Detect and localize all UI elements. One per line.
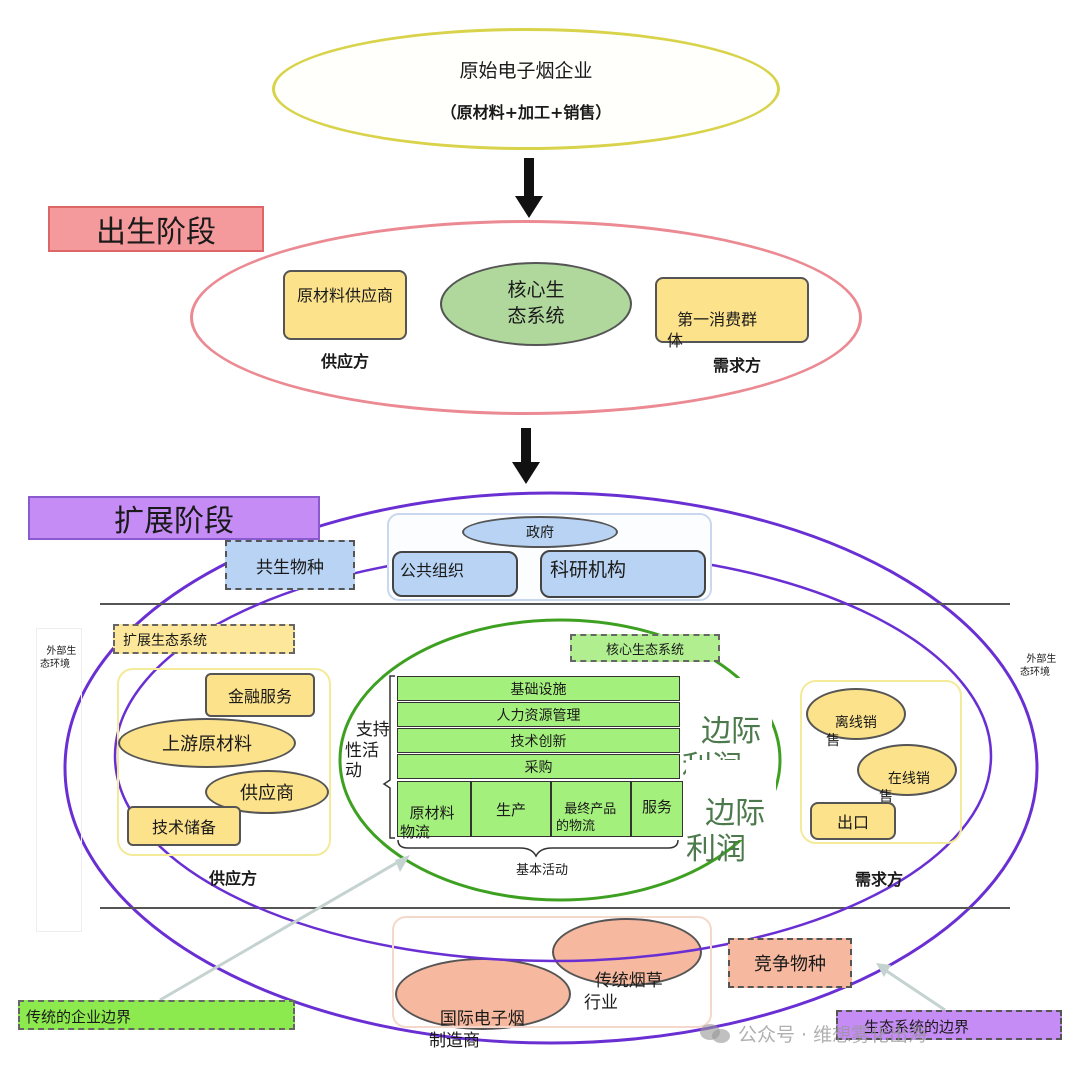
external-environment-right: 外部生 态环境 — [1020, 640, 1068, 680]
research-institution-text: 科研机构 — [550, 559, 627, 581]
online-sales-text: 在线销 售 — [879, 771, 930, 806]
birth-stage-text: 出生阶段 — [96, 215, 216, 250]
core-ecosystem-text: 核心生态系统 — [605, 642, 684, 658]
watermark-text: 公众号 · 维想雾化出海 — [738, 1023, 928, 1046]
support-row-procurement: 采购 — [397, 754, 680, 779]
core-ecosystem-tag: 核心生态系统 — [570, 634, 720, 662]
margin-lower-text: 边际 利润 — [686, 796, 766, 867]
extended-ecosystem-text: 扩展生态系统 — [123, 633, 207, 649]
external-environment-left: 外部生 态环境 — [36, 628, 82, 932]
traditional-tobacco-ellipse: 传统烟草 行业 — [552, 918, 702, 1013]
primary-final-product-logistics: 最终产品 的物流 — [551, 781, 631, 837]
international-ecig-text: 国际电子烟 制造商 — [429, 1009, 525, 1052]
symbiotic-species-text: 共生物种 — [256, 557, 324, 578]
support-activities-text: 支持 性活 动 — [345, 720, 390, 782]
birth-stage-label: 出生阶段 — [48, 206, 264, 252]
expansion-supplier-label: 供应方 — [208, 869, 257, 888]
expansion-demand-label: 需求方 — [854, 870, 903, 889]
tech-reserve-box: 技术储备 — [127, 806, 241, 846]
competitors-group — [392, 916, 712, 1028]
export-box: 出口 — [810, 802, 896, 840]
offline-sales-text: 离线销 售 — [826, 715, 877, 750]
birth-demand-label: 需求方 — [712, 356, 761, 375]
infrastructure-text: 基础设施 — [510, 681, 567, 698]
expansion-stage-text: 扩展阶段 — [114, 504, 234, 539]
ecosystem-boundary-tag: 生态系统的边界 — [836, 1010, 1062, 1040]
original-company-title: 原始电子烟企业 — [459, 59, 593, 82]
ecosystem-boundary-text: 生态系统的边界 — [864, 1018, 970, 1036]
first-consumer-group-text: 第一消费群 体 — [667, 309, 758, 351]
support-row-hr: 人力资源管理 — [397, 702, 680, 727]
watermark: 公众号 · 维想雾化出海 — [700, 1018, 1060, 1048]
upstream-raw-material-text: 上游原材料 — [162, 734, 252, 755]
original-company-subtitle: （原材料+加工+销售） — [440, 102, 612, 122]
online-sales-ellipse: 在线销 售 — [857, 744, 957, 805]
raw-material-supplier-box: 原材料供应商 — [283, 270, 407, 340]
financial-services-text: 金融服务 — [227, 687, 292, 706]
final-product-logistics-text: 最终产品 的物流 — [556, 801, 617, 834]
extended-ecosystem-tag: 扩展生态系统 — [113, 624, 295, 654]
wechat-icon — [700, 1022, 730, 1044]
public-organization-text: 公共组织 — [400, 561, 465, 580]
procurement-text: 采购 — [524, 759, 553, 776]
birth-stage-ellipse — [190, 220, 862, 415]
supplier-text: 供应商 — [240, 783, 294, 804]
pointer-line-left — [159, 856, 406, 1002]
traditional-enterprise-boundary-tag: 传统的企业边界 — [18, 1000, 295, 1030]
public-organization-box: 公共组织 — [392, 551, 518, 597]
ecosystem-boundary-ellipse — [63, 491, 1039, 1045]
external-environment-left-text: 外部生 态环境 — [40, 646, 77, 670]
primary-raw-material-logistics: 原材料 物流 — [397, 781, 471, 841]
tech-innovation-text: 技术创新 — [510, 733, 567, 750]
first-consumer-group-box: 第一消费群 体 — [655, 277, 809, 350]
symbiotic-species-box: 共生物种 — [225, 540, 355, 590]
support-row-infrastructure: 基础设施 — [397, 676, 680, 701]
external-environment-right-text: 外部生 态环境 — [1020, 654, 1057, 678]
raw-material-logistics-text: 原材料 物流 — [400, 803, 455, 841]
traditional-tobacco-text: 传统烟草 行业 — [584, 971, 663, 1014]
pointer-line-right — [881, 966, 946, 1012]
arrow-down-icon — [512, 428, 540, 484]
hr-text: 人力资源管理 — [496, 707, 581, 724]
competing-species-box: 竞争物种 — [728, 938, 852, 988]
production-text: 生产 — [495, 800, 526, 819]
service-text: 服务 — [641, 798, 672, 816]
primary-service: 服务 — [631, 781, 683, 837]
core-ecosystem-ellipse — [338, 618, 782, 902]
tech-reserve-text: 技术储备 — [151, 818, 216, 837]
support-row-tech-innovation: 技术创新 — [397, 728, 680, 753]
government-ellipse: 政府 — [462, 516, 618, 548]
research-institution-box: 科研机构 — [540, 550, 706, 598]
arrow-down-icon — [515, 158, 543, 218]
margin-label-lower: 边际 利润 — [686, 760, 776, 867]
birth-core-text: 核心生 态系统 — [507, 279, 565, 327]
original-company-ellipse: 原始电子烟企业 （原材料+加工+销售） — [272, 28, 780, 150]
financial-services-box: 金融服务 — [205, 673, 315, 717]
upstream-raw-material-ellipse: 上游原材料 — [118, 718, 296, 768]
primary-production: 生产 — [471, 781, 551, 837]
competing-species-text: 竞争物种 — [754, 954, 826, 975]
traditional-enterprise-boundary-text: 传统的企业边界 — [26, 1008, 132, 1026]
expansion-stage-label: 扩展阶段 — [28, 496, 320, 540]
raw-material-supplier-text: 原材料供应商 — [296, 286, 393, 305]
export-text: 出口 — [836, 813, 869, 832]
international-ecig-ellipse: 国际电子烟 制造商 — [395, 958, 571, 1051]
demand-side-group — [800, 680, 962, 844]
birth-core-ecosystem: 核心生 态系统 — [440, 262, 632, 346]
basic-activities-label: 基本活动 — [515, 862, 568, 878]
government-text: 政府 — [526, 525, 554, 541]
support-activities-label: 支持 性活 动 — [345, 700, 390, 781]
birth-supplier-label: 供应方 — [320, 352, 369, 371]
offline-sales-ellipse: 离线销 售 — [806, 688, 906, 749]
margin-label-upper: 边际 利润 — [682, 678, 772, 785]
supply-side-group — [117, 668, 331, 856]
